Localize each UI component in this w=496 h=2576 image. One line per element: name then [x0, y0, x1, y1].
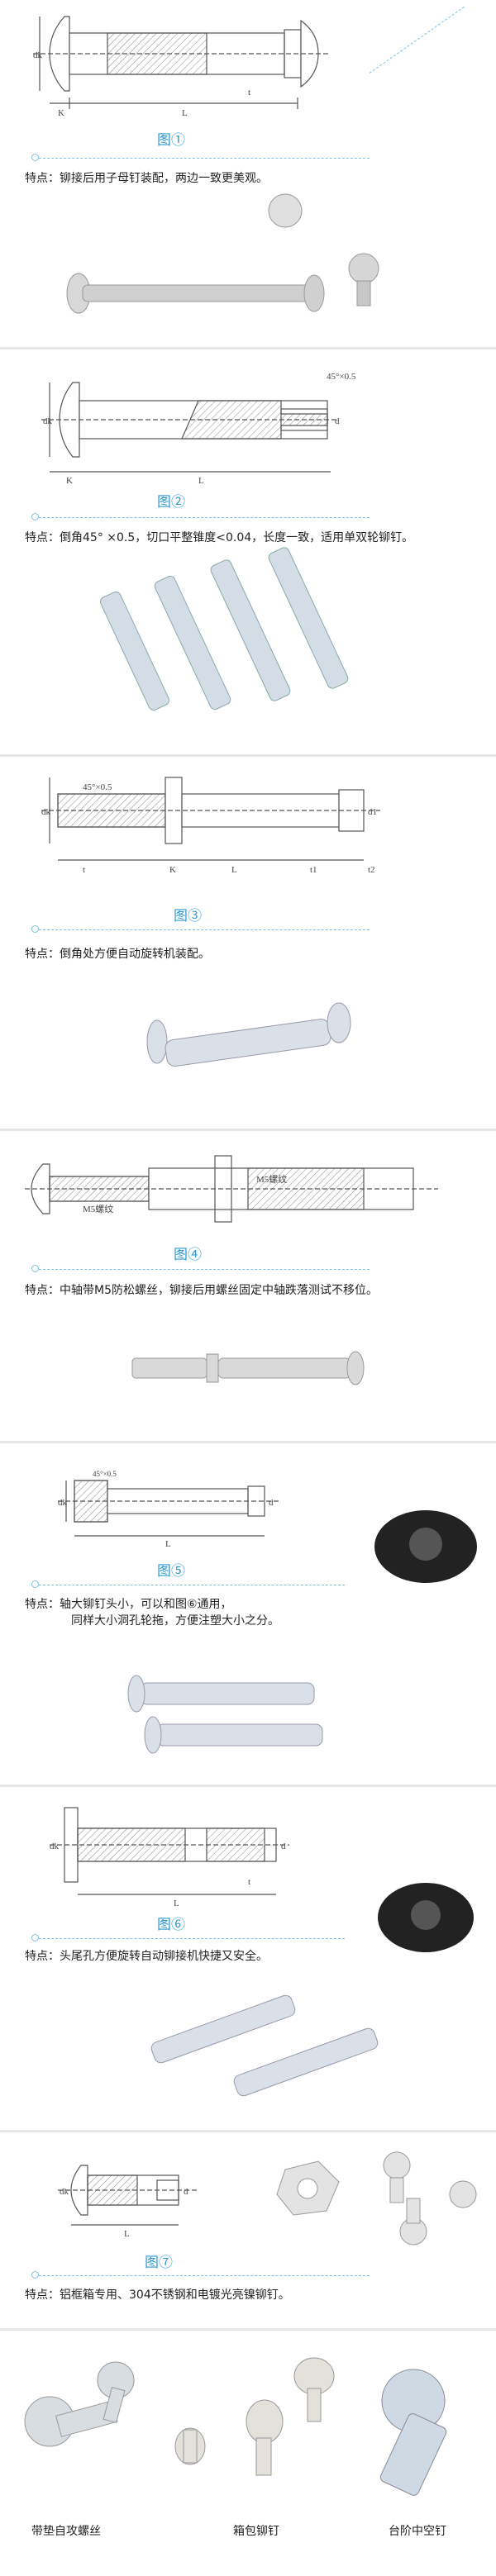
dot-6: [31, 1934, 39, 1942]
figure-label-7: 图⑦: [145, 2255, 173, 2270]
dim-d-7: d: [184, 2187, 188, 2197]
dashed-line-1a: [39, 158, 370, 159]
dim-chamfer: 45°×0.5: [327, 372, 356, 382]
feature-text-4: 特点：中轴带M5防松螺丝，铆接后用螺丝固定中轴跌落测试不移位。: [25, 1284, 378, 1297]
caption-case-rivet: 箱包铆钉: [233, 2525, 279, 2538]
dim-dk: dk: [33, 50, 43, 60]
figure-label-3: 图③: [174, 908, 202, 924]
dim-d-2: d: [335, 416, 340, 426]
dim-l-3: L: [231, 865, 237, 875]
section-7: dk L d 图⑦ 特点：铝框箱专用、304不锈钢和电镀光亮镍铆钉。: [0, 2132, 496, 2328]
case-rivet-photo: [174, 2357, 335, 2476]
dim-k: K: [58, 108, 64, 118]
dashed-line-6: [39, 1938, 345, 1939]
stepped-hollow-rivet-photo: [379, 2369, 447, 2496]
figure-label-1: 图①: [157, 132, 185, 148]
feature-text-2: 特点：倒角45° ×0.5，切口平整锥度<0.04，长度一致，适用单双轮铆钉。: [25, 531, 414, 544]
wheel-photo-6: [378, 1883, 474, 1952]
washer-screw-photo: [24, 2361, 135, 2447]
separator-2: [0, 754, 496, 757]
dot-2: [31, 513, 39, 520]
separator-1: [0, 347, 496, 349]
dim-l: L: [182, 108, 188, 118]
dim-d-6: d: [281, 1842, 286, 1851]
separator-7: [0, 2328, 496, 2331]
dim-l-5: L: [165, 1539, 171, 1549]
feature-text-5b: 同样大小洞孔轮拖，方便注塑大小之分。: [71, 1614, 279, 1628]
figure-label-2: 图②: [157, 494, 185, 510]
feature-text-3: 特点：倒角处方便自动旋转机装配。: [25, 948, 210, 961]
rivet-drawing-7: dk L d: [58, 2151, 477, 2246]
dim-m5-a: M5螺纹: [83, 1203, 113, 1214]
feature-text-7: 特点：铝框箱专用、304不锈钢和电镀光亮镍铆钉。: [25, 2288, 290, 2302]
rivet-photo-3: [146, 1002, 351, 1067]
dot-3: [31, 925, 39, 933]
rivet-drawing-2: 45°×0.5 dk K L d: [41, 372, 356, 711]
rivet-drawing-6: dk L t d: [50, 1807, 474, 2097]
dim-l-7: L: [124, 2229, 130, 2239]
section-6: dk L t d 图⑥ 特点：头尾孔方便旋转自动铆接机快捷又安全。: [0, 1787, 496, 2130]
rivet-drawing-1: dk K L t: [33, 16, 379, 314]
dim-l-2: L: [198, 476, 204, 486]
separator-5: [0, 1785, 496, 1787]
rivet-drawing-5: 45°×0.5 dk L d: [58, 1470, 477, 1754]
figure-label-4: 图④: [174, 1247, 202, 1262]
dim-chamfer-3: 45°×0.5: [83, 782, 112, 792]
dim-d1-3: d1: [368, 807, 377, 817]
dim-dk-7: dk: [60, 2187, 69, 2197]
feature-text-5: 特点：轴大铆钉头小，可以和图⑥通用，: [25, 1598, 232, 1611]
dim-t1-3: t1: [310, 865, 317, 875]
dim-t-3: t: [83, 865, 85, 875]
dim-dk-6: dk: [50, 1842, 60, 1851]
rivet-photo-6: [150, 1994, 379, 2097]
section-2: 45°×0.5 dk K L d 图② 特点：倒角45° ×0.5，切口平整锥度…: [0, 349, 496, 754]
separator-3: [0, 1129, 496, 1131]
dim-dk-2: dk: [43, 416, 53, 426]
dim-dk-5: dk: [58, 1498, 68, 1508]
dim-m5-b: M5螺纹: [256, 1173, 287, 1185]
dim-k-3: K: [169, 865, 176, 875]
dot-1: [31, 154, 39, 161]
feature-text-6: 特点：头尾孔方便旋转自动铆接机快捷又安全。: [25, 1950, 268, 1963]
rivet-photo-7: [276, 2151, 477, 2246]
dot-7: [31, 2271, 39, 2279]
dashed-line-2: [39, 517, 370, 518]
dot-4: [31, 1265, 39, 1272]
dim-t2-3: t2: [368, 865, 375, 875]
wheel-photo-5: [374, 1510, 477, 1583]
caption-washer-screw: 带垫自攻螺丝: [31, 2525, 101, 2538]
figure-label-5: 图⑤: [157, 1563, 185, 1579]
section-1: dk K L t 图① 特点：铆接后用子母钉装配，两边一致更美观。: [0, 0, 496, 347]
dashed-line-7: [39, 2275, 370, 2276]
rivet-photo-4: [131, 1351, 365, 1385]
rivet-photo-5: [127, 1675, 323, 1754]
rivet-photo-1: [66, 193, 379, 314]
bottom-products: 带垫自攻螺丝 箱包铆钉 台阶中空钉: [0, 2331, 496, 2576]
section-4: M5螺纹 M5螺纹 图④ 特点：中轴带M5防松螺丝，铆接后用螺丝固定中轴跌落测试…: [0, 1131, 496, 1441]
dim-t-6: t: [248, 1877, 250, 1887]
rivet-drawing-3: 45°×0.5 dk t K L t1 t2 d1: [41, 777, 380, 1067]
bottom-products-photo: [24, 2357, 447, 2496]
section-5: 45°×0.5 dk L d 图⑤ 特点：轴大铆钉头小，可以和图⑥通用， 同样大…: [0, 1443, 496, 1785]
rivet-photo-2: [99, 547, 349, 711]
separator-4: [0, 1441, 496, 1443]
dashed-line-4: [39, 1269, 370, 1270]
dim-dk-3: dk: [41, 807, 51, 817]
dim-l-6: L: [174, 1899, 179, 1908]
section-3: 45°×0.5 dk t K L t1 t2 d1 图③ 特点：倒角处方便自动旋…: [0, 757, 496, 1129]
figure-label-6: 图⑥: [157, 1917, 185, 1932]
feature-text-1: 特点：铆接后用子母钉装配，两边一致更美观。: [25, 172, 268, 185]
caption-stepped-hollow-rivet: 台阶中空钉: [389, 2525, 446, 2538]
dim-k-2: K: [66, 476, 73, 486]
dim-t: t: [248, 88, 250, 97]
separator-6: [0, 2130, 496, 2132]
dot-5: [31, 1580, 39, 1588]
dim-chamfer-5: 45°×0.5: [93, 1470, 117, 1478]
rivet-drawing-4: M5螺纹 M5螺纹: [25, 1155, 438, 1385]
dashed-line-3: [39, 929, 370, 930]
dim-d-5: d: [269, 1498, 274, 1508]
